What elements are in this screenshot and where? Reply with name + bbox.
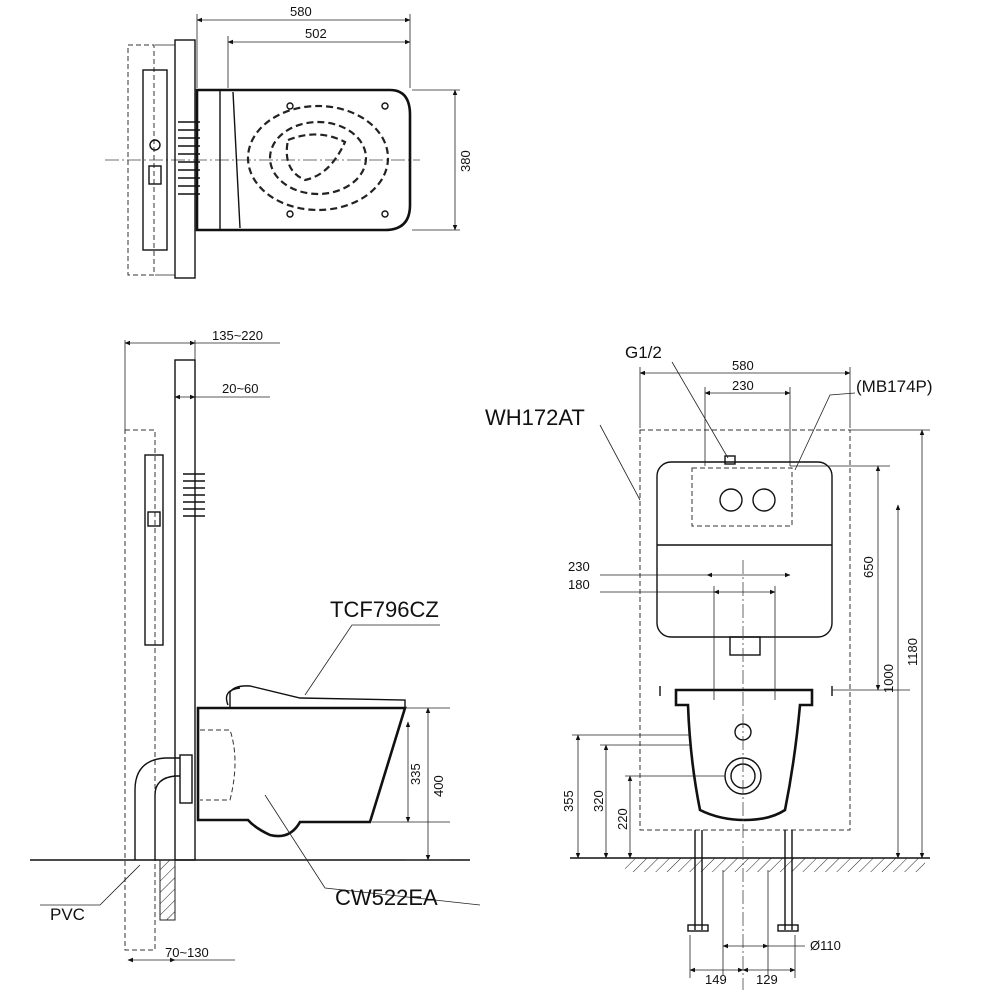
dim-front-1000: 1000 — [881, 664, 896, 693]
top-view: 580 502 380 — [105, 4, 473, 279]
dim-side-135-220: 135~220 — [212, 328, 263, 343]
dim-front-230-top: 230 — [732, 378, 754, 393]
top-rim-outline — [268, 120, 368, 196]
dim-front-320: 320 — [591, 790, 606, 812]
label-bowl-model: CW522EA — [335, 885, 438, 910]
label-g12: G1/2 — [625, 343, 662, 362]
dim-front-650: 650 — [861, 556, 876, 578]
dim-front-580: 580 — [732, 358, 754, 373]
label-pvc: PVC — [50, 905, 85, 924]
top-frame-inner — [142, 69, 168, 251]
front-flush-plate — [691, 467, 793, 527]
side-bowl-profile — [196, 706, 407, 838]
label-plate-model: (MB174P) — [856, 377, 933, 396]
front-bowl — [674, 688, 814, 822]
front-frame-outer — [639, 429, 851, 831]
side-view: 135~220 20~60 400 335 70~130 TCF796CZ CW… — [30, 328, 481, 963]
dim-top-380: 380 — [458, 150, 473, 172]
dim-top-502: 502 — [305, 26, 327, 41]
dim-side-70-130: 70~130 — [165, 945, 209, 960]
top-wall — [174, 39, 196, 279]
dim-front-149: 149 — [705, 972, 727, 987]
top-frame-back — [127, 44, 155, 276]
dim-top-580: 580 — [290, 4, 312, 19]
dim-front-1180: 1180 — [905, 638, 920, 666]
label-seat-model: TCF796CZ — [330, 597, 439, 622]
dim-side-400: 400 — [431, 775, 446, 797]
front-view: 580 230 230 180 650 1000 1180 355 320 22… — [485, 343, 933, 990]
side-seat — [229, 685, 406, 709]
side-frame-tank — [144, 454, 164, 646]
dim-front-355: 355 — [561, 790, 576, 812]
label-frame-model: WH172AT — [485, 405, 585, 430]
top-seat-outline — [246, 104, 390, 212]
top-bowl-inner — [285, 133, 347, 182]
dim-side-335: 335 — [408, 763, 423, 785]
dim-front-180: 180 — [568, 577, 590, 592]
side-pvc-pipe — [134, 757, 180, 860]
front-button-right — [752, 488, 776, 512]
front-tank — [656, 461, 833, 638]
side-frame-dashed — [124, 429, 156, 951]
dim-front-230-bolt: 230 — [568, 559, 590, 574]
dim-side-20-60: 20~60 — [222, 381, 259, 396]
dim-front-diameter: Ø110 — [810, 938, 841, 953]
dim-front-220: 220 — [615, 808, 630, 830]
front-button-left — [719, 488, 743, 512]
top-bowl-outline — [195, 88, 412, 232]
dim-front-129: 129 — [756, 972, 778, 987]
side-connector — [147, 473, 205, 527]
